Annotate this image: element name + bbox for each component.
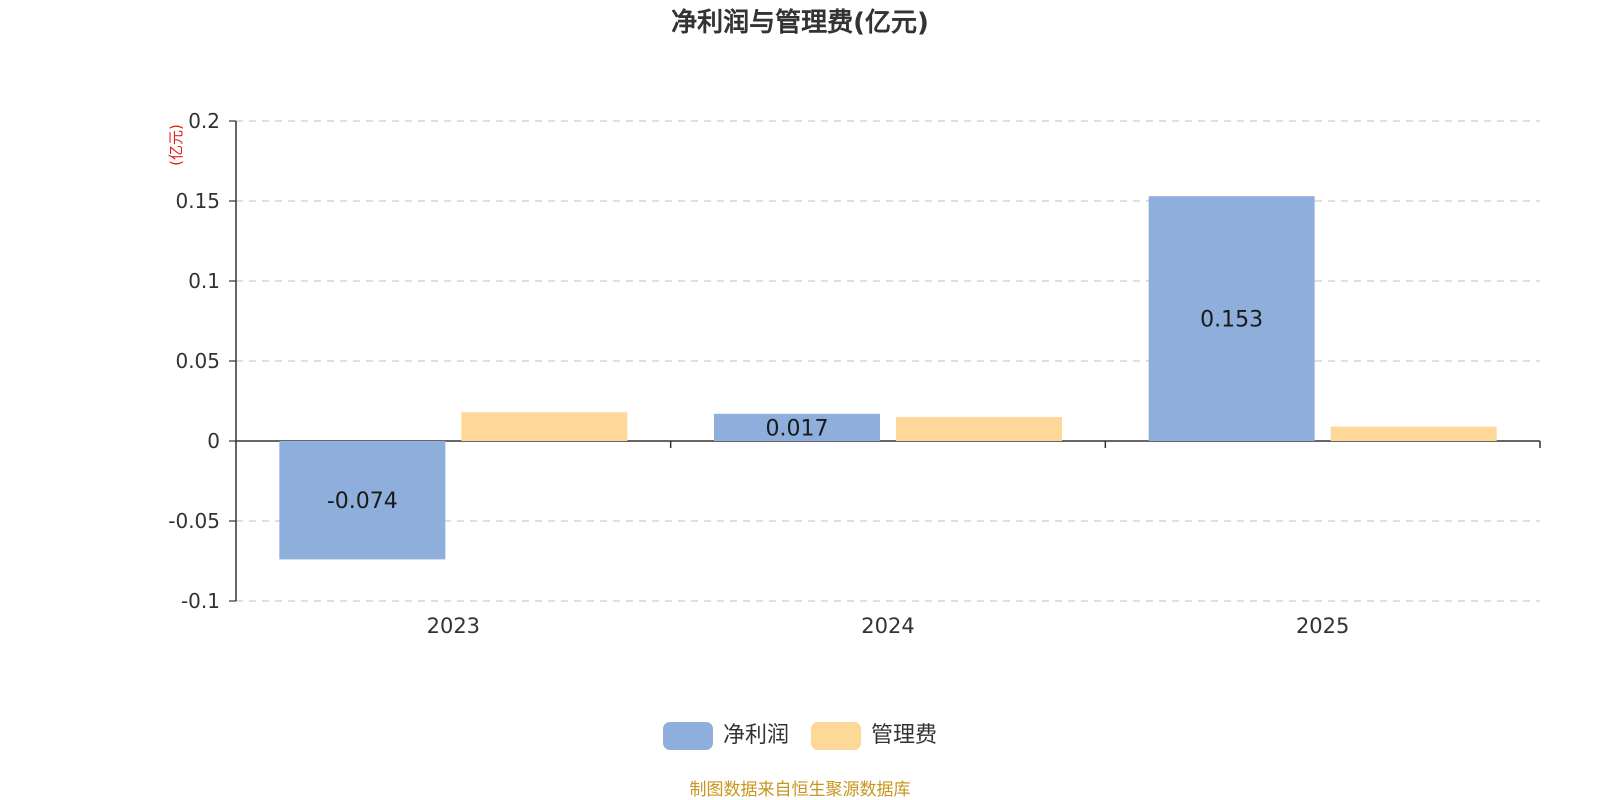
legend-label-net-profit: 净利润 <box>722 723 789 748</box>
x-tick-label: 2023 <box>427 614 480 638</box>
bar-admin-expense <box>1330 426 1497 441</box>
bar-value-label: 0.017 <box>766 416 829 441</box>
bar-value-label: 0.153 <box>1200 308 1263 333</box>
y-tick-label: 0.05 <box>175 349 220 373</box>
bar-value-label: -0.074 <box>327 489 398 514</box>
bar-admin-expense <box>896 417 1062 441</box>
source-note: 制图数据来自恒生聚源数据库 <box>689 780 911 800</box>
legend-label-admin-expense: 管理费 <box>871 723 938 748</box>
bar-net-profit <box>279 441 446 560</box>
legend-swatch-admin-expense <box>811 722 861 750</box>
legend-item-admin-expense[interactable]: 管理费 <box>811 722 937 750</box>
legend-swatch-net-profit <box>662 722 713 750</box>
y-tick-label: 0.2 <box>188 109 220 133</box>
y-tick-label: 0.15 <box>175 189 220 213</box>
y-tick-label: 0.1 <box>188 269 220 293</box>
x-tick-label: 2025 <box>1296 614 1349 638</box>
bar-net-profit <box>714 413 880 441</box>
chart-legend: 净利润 管理费 <box>0 722 1600 750</box>
chart-title: 净利润与管理费(亿元) <box>671 8 929 38</box>
y-tick-label: -0.1 <box>181 589 220 613</box>
y-tick-label: -0.05 <box>168 509 220 533</box>
bar-net-profit <box>1148 196 1315 441</box>
legend-item-net-profit[interactable]: 净利润 <box>662 722 789 750</box>
y-axis-unit-label: (亿元) <box>167 124 185 166</box>
y-tick-label: 0 <box>207 429 220 453</box>
bar-admin-expense <box>461 412 628 441</box>
x-tick-label: 2024 <box>861 614 914 638</box>
